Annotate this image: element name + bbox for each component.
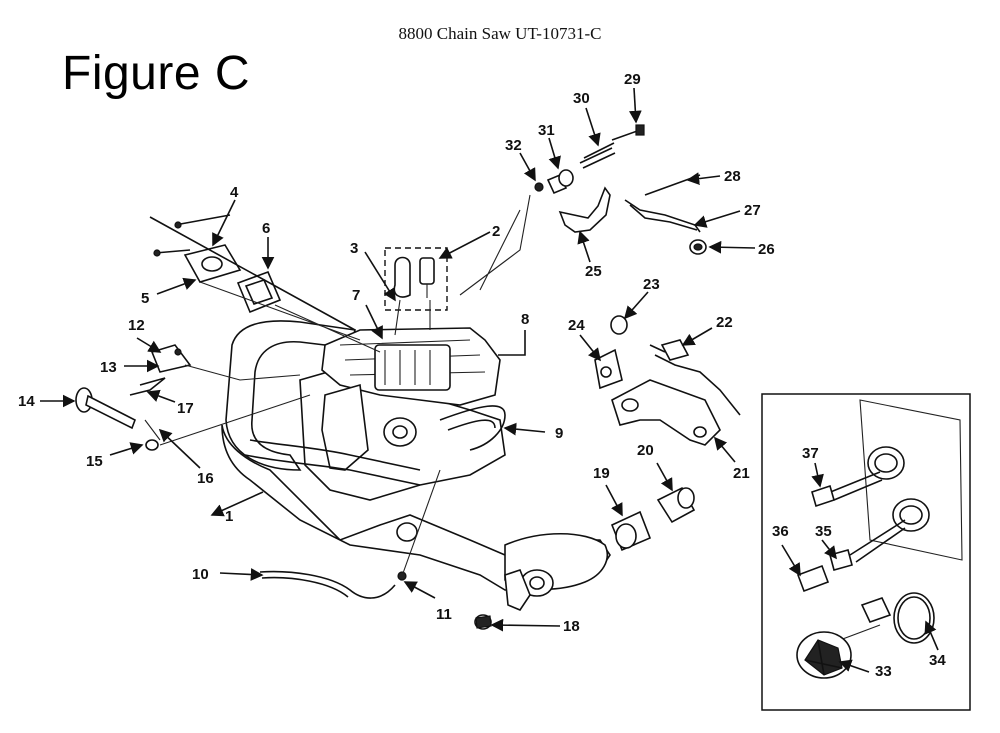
callout-labels: 1 2 3 4 5 6 7 8 9 10 11 12 13 14 15 16 1… bbox=[18, 71, 946, 680]
callout-2: 2 bbox=[492, 223, 500, 240]
callout-8: 8 bbox=[521, 311, 529, 328]
callout-7: 7 bbox=[352, 287, 360, 304]
callout-1: 1 bbox=[225, 508, 233, 525]
callout-18: 18 bbox=[563, 618, 580, 635]
callout-28: 28 bbox=[724, 168, 741, 185]
parts-2-3-group bbox=[384, 247, 448, 336]
callout-34: 34 bbox=[929, 652, 946, 669]
chassis-assembly bbox=[221, 320, 611, 611]
callout-20: 20 bbox=[637, 442, 654, 459]
callout-12: 12 bbox=[128, 317, 145, 334]
intake-flange-parts bbox=[149, 214, 381, 353]
callout-3: 3 bbox=[350, 240, 358, 257]
callout-26: 26 bbox=[758, 241, 775, 258]
callout-32: 32 bbox=[505, 137, 522, 154]
inset-detail bbox=[761, 393, 971, 711]
document-title: 8800 Chain Saw UT-10731-C bbox=[398, 24, 602, 43]
callout-31: 31 bbox=[538, 122, 555, 139]
callout-16: 16 bbox=[197, 470, 214, 487]
callout-21: 21 bbox=[733, 465, 750, 482]
callout-19: 19 bbox=[593, 465, 610, 482]
callout-22: 22 bbox=[716, 314, 733, 331]
callout-23: 23 bbox=[643, 276, 660, 293]
rear-bracket-parts bbox=[594, 315, 741, 446]
callout-30: 30 bbox=[573, 90, 590, 107]
callout-25: 25 bbox=[585, 263, 602, 280]
callout-9: 9 bbox=[555, 425, 563, 442]
callout-17: 17 bbox=[177, 400, 194, 417]
callout-6: 6 bbox=[262, 220, 270, 237]
callout-27: 27 bbox=[744, 202, 761, 219]
callout-14: 14 bbox=[18, 393, 35, 410]
callout-15: 15 bbox=[86, 453, 103, 470]
callout-37: 37 bbox=[802, 445, 819, 462]
leader-arrows bbox=[40, 87, 939, 673]
callout-10: 10 bbox=[192, 566, 209, 583]
lower-parts bbox=[259, 469, 696, 630]
callout-13: 13 bbox=[100, 359, 117, 376]
callout-35: 35 bbox=[815, 523, 832, 540]
callout-36: 36 bbox=[772, 523, 789, 540]
callout-24: 24 bbox=[568, 317, 585, 334]
callout-29: 29 bbox=[624, 71, 641, 88]
callout-5: 5 bbox=[141, 290, 149, 307]
throttle-linkage-parts bbox=[459, 124, 707, 296]
figure-label: Figure C bbox=[62, 47, 251, 100]
callout-33: 33 bbox=[875, 663, 892, 680]
callout-11: 11 bbox=[436, 606, 452, 623]
callout-4: 4 bbox=[230, 184, 239, 201]
